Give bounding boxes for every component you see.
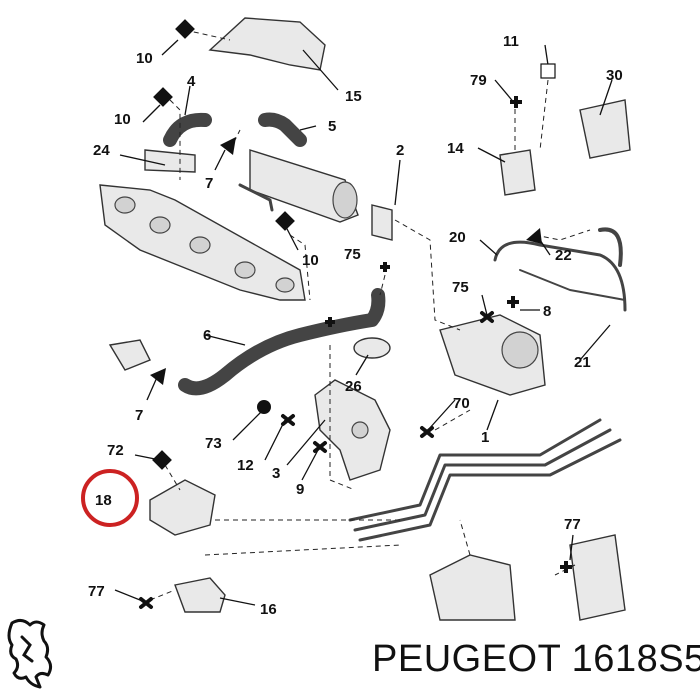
callout-12: 12 [237,457,254,474]
callout-26: 26 [345,378,362,395]
callout-14: 14 [447,140,464,157]
callout-9: 9 [296,481,304,498]
bracket-16-part [174,577,226,613]
bracket-top-part [208,17,326,71]
dot-marker-icon [257,400,271,414]
egr-pipe-part [178,288,386,396]
sensor-part [149,479,216,536]
callout-2: 2 [396,142,404,159]
x-marker-icon [139,311,494,609]
callout-11: 11 [503,33,519,50]
callout-75: 75 [344,246,361,263]
engine-block-part [569,534,626,621]
callout-70: 70 [453,395,470,412]
vacuum-hose-21-part [519,269,626,301]
callout-10: 10 [136,50,153,67]
egr-valve-part [439,314,546,396]
callout-24: 24 [93,142,110,159]
plus-marker-icon [325,96,572,573]
callout-1: 1 [481,429,489,446]
square-marker-icon [275,211,295,231]
wiring-harness-part [348,418,622,542]
empty-square-marker-icon [540,63,556,79]
vacuum-tube-part [493,240,627,312]
callout-18: 18 [95,492,112,509]
callout-7: 7 [205,175,213,192]
callout-21: 21 [574,354,591,371]
hose-loop-part [598,227,623,267]
pipe-elbow-part [163,112,212,147]
square-marker-icon [152,450,172,470]
exploded-parts-diagram: 10 15 4 10 5 24 7 2 10 75 6 75 8 26 7 73… [81,17,631,621]
small-valve-part [108,339,151,371]
callout-22: 22 [555,247,572,264]
callout-7: 7 [135,407,143,424]
callout-3: 3 [272,465,280,482]
triangle-marker-icon [526,228,542,244]
callout-77: 77 [564,516,581,533]
gasket-2-part [371,204,393,241]
callout-15: 15 [345,88,362,105]
callout-5: 5 [328,118,336,135]
triangle-marker-icon [150,368,166,385]
callout-73: 73 [205,435,222,452]
peugeot-lion-logo-icon [7,618,53,689]
callout-10: 10 [114,111,131,128]
triangle-marker-icon [220,137,236,155]
callout-8: 8 [543,303,551,320]
actuator-30-part [579,99,631,159]
callout-10: 10 [302,252,319,269]
mount-bracket-part [314,379,391,481]
callout-16: 16 [260,601,277,618]
callout-30: 30 [606,67,623,84]
egr-cooler-part [238,112,359,223]
callout-4: 4 [187,73,196,90]
callout-79: 79 [470,72,487,89]
callout-72: 72 [107,442,124,459]
exhaust-manifold-part [99,184,306,301]
turbo-housing-part [429,554,516,621]
callout-75: 75 [452,279,469,296]
callout-20: 20 [449,229,466,246]
square-marker-icon [153,87,173,107]
gasket-26-part [353,337,391,359]
highlight-circle [81,469,139,527]
brand-part-number-label: PEUGEOT 1618S5 [372,638,700,680]
callout-77: 77 [88,583,105,600]
solenoid-part [499,149,536,196]
callout-6: 6 [203,327,211,344]
gasket-part [144,149,196,173]
square-marker-icon [175,19,195,39]
